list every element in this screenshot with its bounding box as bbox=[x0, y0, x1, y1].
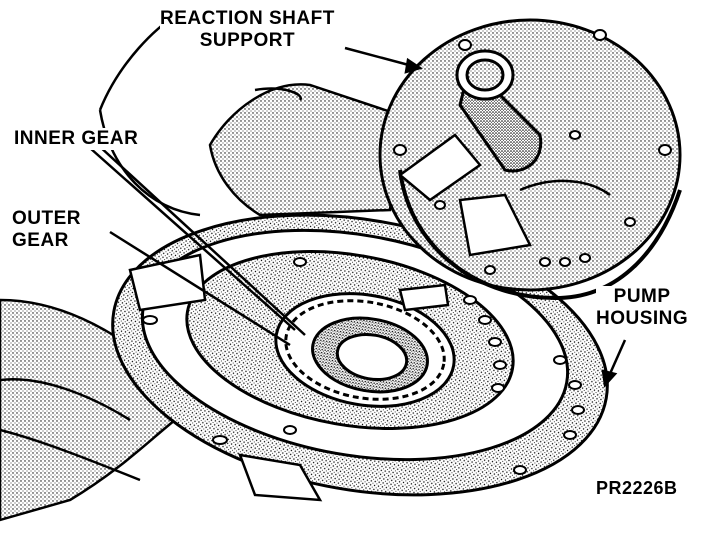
inner-gear-leader-1 bbox=[89, 147, 296, 331]
outer-gear-leader bbox=[109, 230, 291, 347]
upper-arm bbox=[98, 18, 402, 217]
pump-housing bbox=[111, 213, 609, 502]
reaction-shaft-support bbox=[378, 18, 682, 301]
inner-gear-label: INNER GEAR bbox=[14, 128, 139, 150]
figure-code-label: PR2226B bbox=[596, 477, 678, 499]
outer-gear-label: OUTER GEAR bbox=[12, 208, 81, 252]
reaction-shaft bbox=[455, 49, 543, 173]
leader-lines bbox=[89, 46, 627, 388]
reaction-shaft-support-label: REACTION SHAFT SUPPORT bbox=[160, 8, 335, 52]
pump-housing-label: PUMP HOUSING bbox=[596, 286, 689, 330]
